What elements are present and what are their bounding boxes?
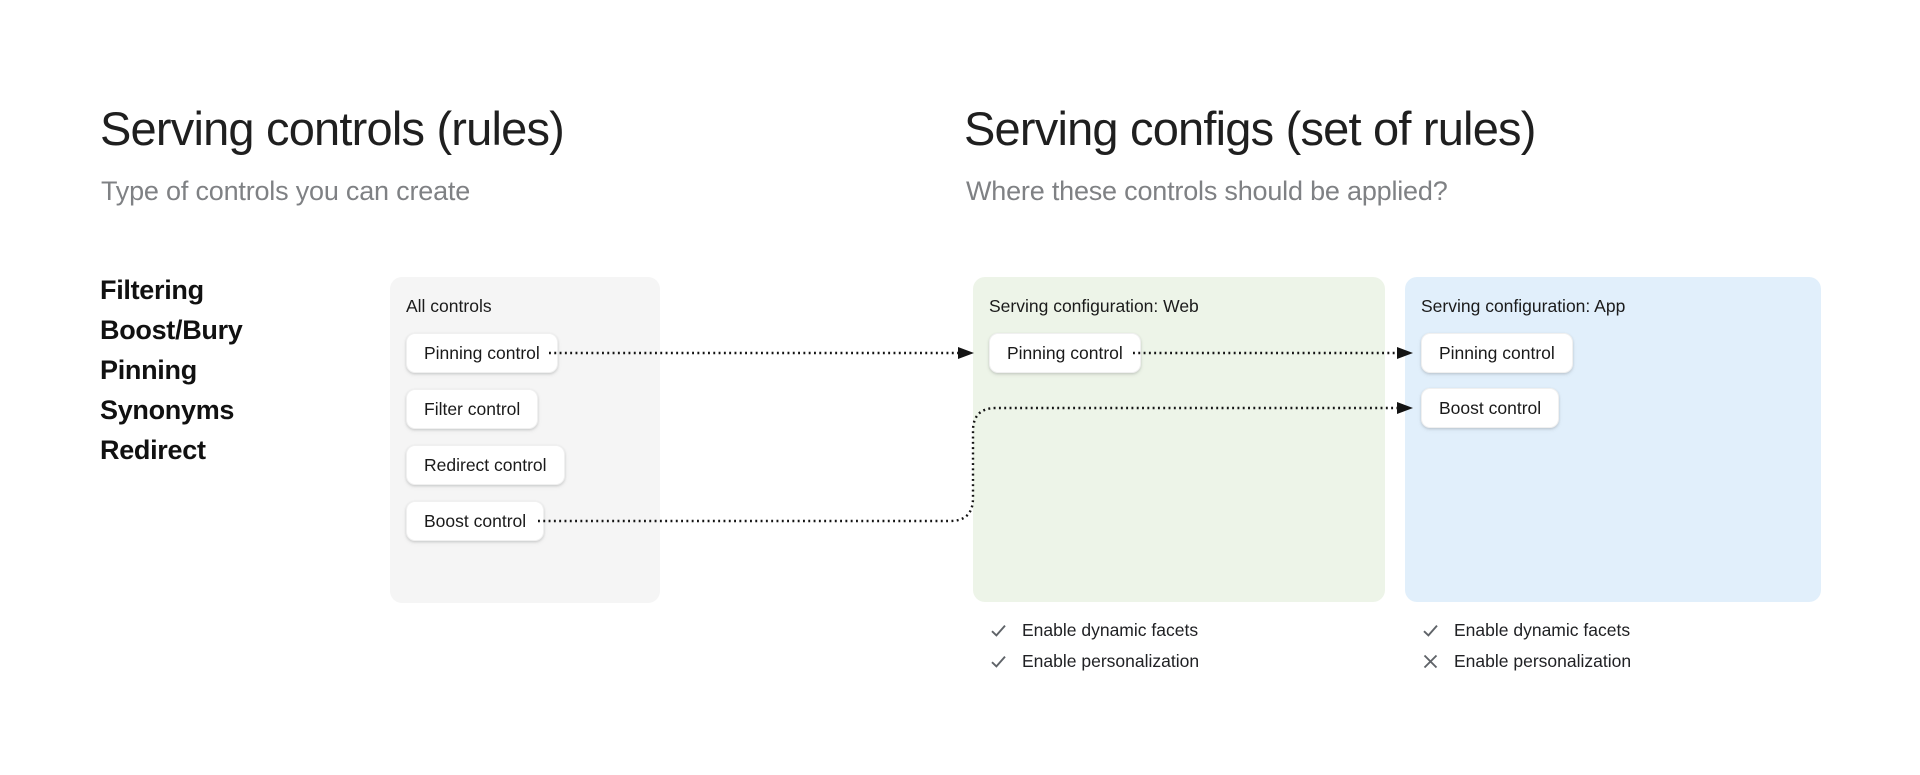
x-icon xyxy=(1421,652,1440,671)
chip-boost-control: Boost control xyxy=(406,501,545,541)
control-type-boost-bury: Boost/Bury xyxy=(100,315,243,345)
app-config-footer: Enable dynamic facets Enable personaliza… xyxy=(1421,618,1631,680)
footer-item-label: Enable personalization xyxy=(1454,650,1632,671)
right-title: Serving configs (set of rules) xyxy=(964,102,1536,155)
check-icon xyxy=(989,652,1008,671)
web-footer-dynamic-facets: Enable dynamic facets xyxy=(989,618,1199,642)
chip-filter-control: Filter control xyxy=(406,389,539,429)
app-footer-personalization: Enable personalization xyxy=(1421,649,1631,673)
web-config-card: Serving configuration: Web Pinning contr… xyxy=(973,277,1385,602)
control-type-redirect: Redirect xyxy=(100,435,206,465)
chip-pinning-control: Pinning control xyxy=(406,333,558,373)
left-subtitle: Type of controls you can create xyxy=(101,176,471,206)
check-icon xyxy=(989,621,1008,640)
web-footer-personalization: Enable personalization xyxy=(989,649,1199,673)
control-type-pinning: Pinning xyxy=(100,355,197,385)
app-config-card: Serving configuration: App Pinning contr… xyxy=(1405,277,1821,602)
control-type-filtering: Filtering xyxy=(100,275,204,305)
web-config-footer: Enable dynamic facets Enable personaliza… xyxy=(989,618,1199,680)
control-type-synonyms: Synonyms xyxy=(100,395,235,425)
control-type-list: Filtering Boost/Bury Pinning Synonyms Re… xyxy=(100,270,243,470)
app-chip-pinning-control: Pinning control xyxy=(1421,333,1573,373)
web-chip-pinning-control: Pinning control xyxy=(989,333,1141,373)
all-controls-card-label: All controls xyxy=(406,296,492,316)
all-controls-card: All controls Pinning control Filter cont… xyxy=(390,277,660,603)
right-subtitle: Where these controls should be applied? xyxy=(966,176,1448,206)
app-chip-boost-control: Boost control xyxy=(1421,388,1560,428)
left-title: Serving controls (rules) xyxy=(100,102,565,155)
footer-item-label: Enable personalization xyxy=(1022,650,1200,671)
web-config-card-label: Serving configuration: Web xyxy=(989,296,1199,316)
app-footer-dynamic-facets: Enable dynamic facets xyxy=(1421,618,1631,642)
check-icon xyxy=(1421,621,1440,640)
footer-item-label: Enable dynamic facets xyxy=(1454,619,1631,640)
footer-item-label: Enable dynamic facets xyxy=(1022,619,1199,640)
app-config-card-label: Serving configuration: App xyxy=(1421,296,1626,316)
chip-redirect-control: Redirect control xyxy=(406,445,565,485)
